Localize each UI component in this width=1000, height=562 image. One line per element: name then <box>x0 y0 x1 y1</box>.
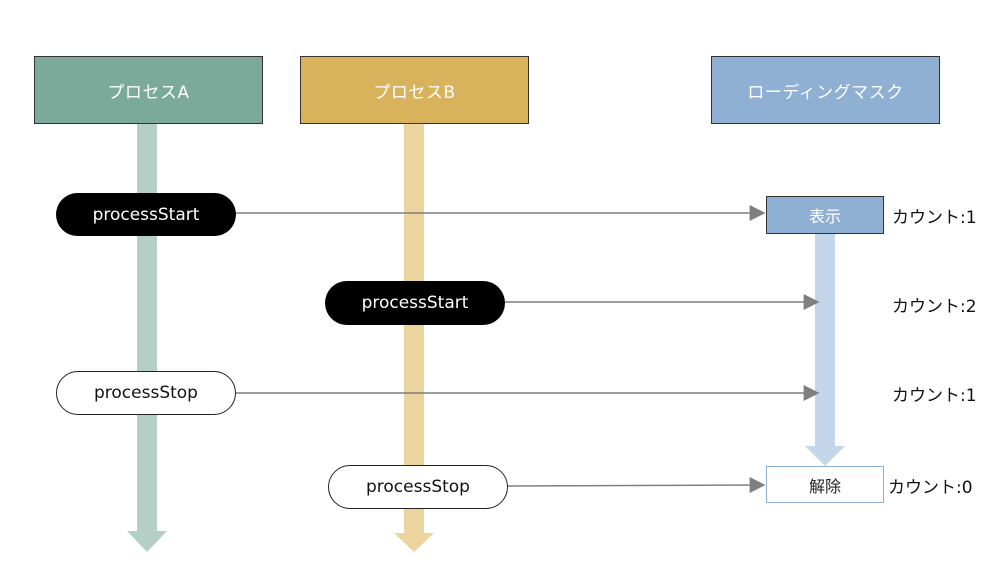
mask-release-label: 解除 <box>808 476 841 496</box>
message-process-stop-b: processStop <box>328 465 508 509</box>
participant-loading-mask-label: ローディングマスク <box>747 82 904 103</box>
message-arrow-4 <box>506 477 766 494</box>
message-process-stop-a: processStop <box>56 371 236 415</box>
participant-process-a-label: プロセスA <box>107 82 190 103</box>
count-label-4: カウント:0 <box>888 478 973 498</box>
count-label-1: カウント:1 <box>892 208 977 228</box>
message-label: processStop <box>366 477 470 497</box>
participant-process-b-label: プロセスB <box>373 82 456 103</box>
process-b-lifeline <box>394 123 434 552</box>
participant-process-b: プロセスB <box>300 56 529 124</box>
participant-loading-mask: ローディングマスク <box>711 56 940 124</box>
message-label: processStop <box>94 383 198 403</box>
process-a-lifeline <box>127 123 167 552</box>
participant-process-a: プロセスA <box>34 56 263 124</box>
mask-show-box: 表示 <box>766 196 884 234</box>
loading-mask-lifeline <box>805 233 845 466</box>
message-process-start-a: processStart <box>56 193 236 236</box>
count-label-3: カウント:1 <box>892 386 977 406</box>
message-process-start-b: processStart <box>325 281 505 325</box>
mask-release-box: 解除 <box>766 466 884 503</box>
message-label: processStart <box>92 204 200 225</box>
message-label: processStart <box>361 293 469 313</box>
mask-show-label: 表示 <box>808 207 841 226</box>
count-label-2: カウント:2 <box>892 297 977 317</box>
